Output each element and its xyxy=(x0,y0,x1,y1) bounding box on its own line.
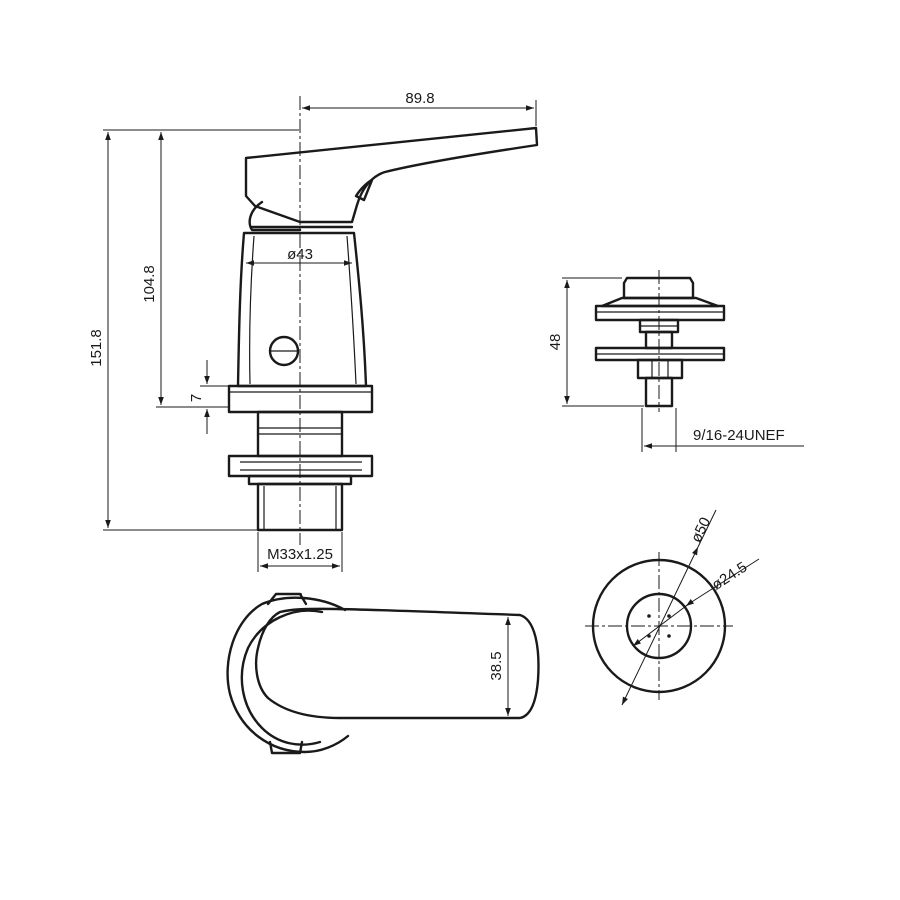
top-lever xyxy=(254,607,540,720)
top-inner-ring xyxy=(240,609,324,746)
hole-2 xyxy=(667,614,671,618)
handle-notch xyxy=(354,178,374,202)
dim-body-diameter: ø43 xyxy=(287,246,313,263)
handle-knuckle xyxy=(248,200,302,232)
body-shade-left xyxy=(249,235,255,385)
dim-mount-thread: M33x1.25 xyxy=(267,546,333,563)
fitting-view: 48 9/16-24UNEF xyxy=(547,270,804,452)
dim-handle-width: 38.5 xyxy=(488,651,505,680)
front-dimensions: 89.8 ø43 151.8 104.8 7 M33x1.25 xyxy=(88,90,537,572)
top-outer-ring xyxy=(226,596,350,754)
body-shade-right xyxy=(346,235,357,385)
dim-handle-reach: 89.8 xyxy=(405,90,434,107)
dim-inner-diameter: ø24.5 xyxy=(709,559,750,594)
dim-top-height: 104.8 xyxy=(141,265,158,303)
dim-flange-thickness: 7 xyxy=(188,394,205,402)
dim-outer-diameter: ø50 xyxy=(688,515,715,546)
fitting-plate-upper xyxy=(594,304,726,322)
top-view: 38.5 xyxy=(226,592,540,755)
dim-fitting-height: 48 xyxy=(547,334,564,351)
fitting-tail xyxy=(644,376,674,408)
hole-4 xyxy=(667,634,671,638)
top-tab-lower xyxy=(268,740,304,755)
front-view xyxy=(227,96,539,545)
hole-1 xyxy=(647,614,651,618)
handle-lever xyxy=(244,126,539,224)
dim-fitting-thread: 9/16-24UNEF xyxy=(693,427,785,444)
bottom-view: ø50 ø24.5 xyxy=(585,509,760,706)
leader-inner-diameter xyxy=(689,558,760,604)
dim-total-height: 151.8 xyxy=(88,329,105,367)
fitting-hex-nut xyxy=(636,358,684,380)
